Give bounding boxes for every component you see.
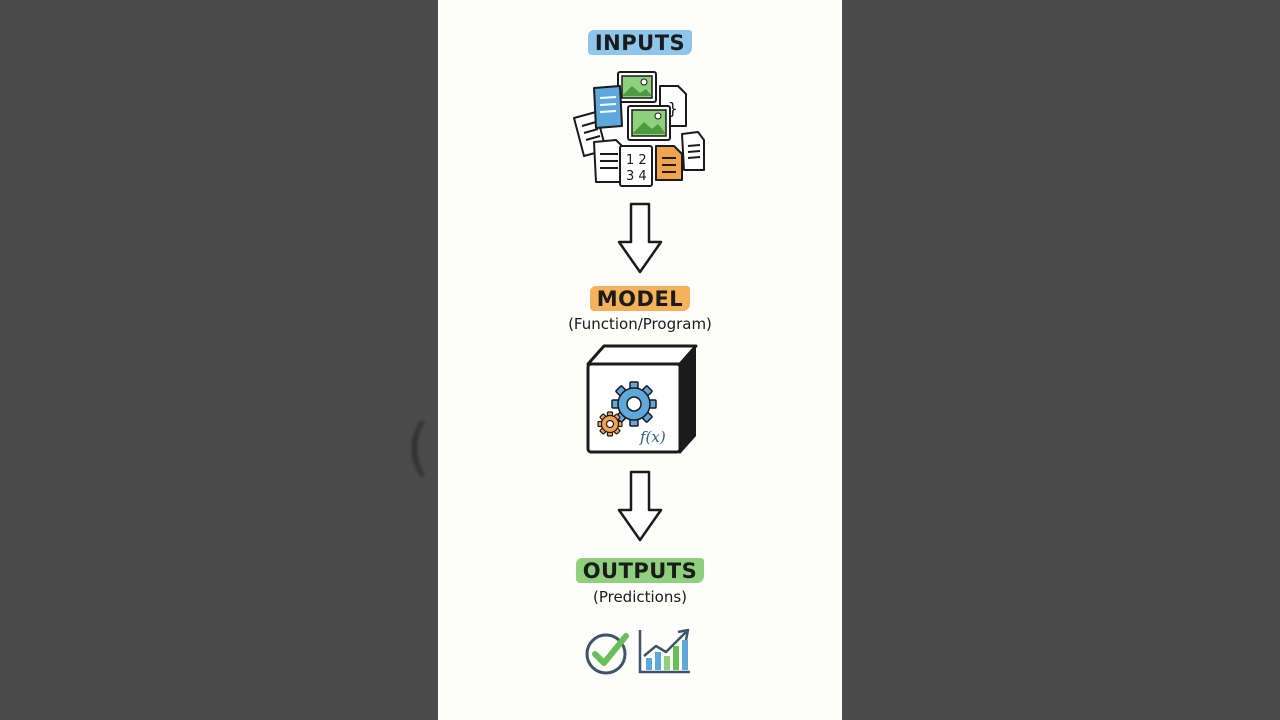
check-circle-icon — [585, 633, 629, 675]
inputs-label-wrap: INPUTS — [438, 30, 842, 55]
outputs-sublabel: (Predictions) — [592, 588, 688, 606]
outputs-label: OUTPUTS — [575, 558, 705, 583]
code-brace-text: } — [668, 99, 678, 118]
growth-chart-icon — [638, 628, 690, 674]
model-label-wrap: MODEL — [438, 286, 842, 311]
down-arrow-icon — [617, 470, 663, 542]
down-arrow-icon — [617, 202, 663, 274]
sheet-digits-bottom: 3 4 — [626, 169, 647, 184]
function-label: f(x) — [639, 428, 666, 446]
model-sublabel: (Function/Program) — [568, 315, 712, 333]
backdrop-paren-left: ( — [406, 410, 431, 483]
outputs-label-wrap: OUTPUTS — [438, 558, 842, 583]
gear-box-icon: f(x) — [586, 344, 698, 454]
document-pile-icon: } 1 2 3 4 — [573, 71, 705, 187]
model-label: MODEL — [589, 286, 691, 311]
diagram-panel: INPUTS — [438, 0, 842, 720]
sheet-digits-top: 1 2 — [626, 153, 647, 168]
inputs-label: INPUTS — [587, 30, 693, 55]
